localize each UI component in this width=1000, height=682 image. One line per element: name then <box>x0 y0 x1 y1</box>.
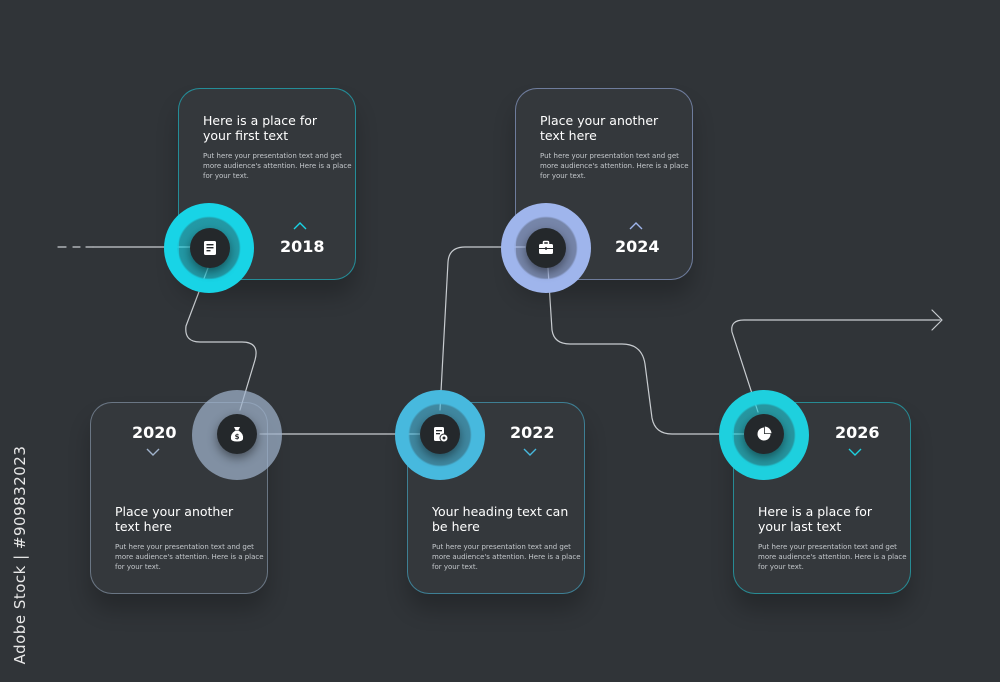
chevron-up-icon <box>293 222 307 230</box>
card-body: Put here your presentation text and get … <box>203 152 352 180</box>
chevron-down-icon <box>523 448 537 456</box>
card-heading: Place your another text here <box>540 113 659 143</box>
connector-end <box>731 319 941 413</box>
svg-text:$: $ <box>235 433 240 441</box>
year-label-2026: 2026 <box>835 423 880 442</box>
card-body: Put here your presentation text and get … <box>758 543 907 571</box>
timeline-card-2024: Place your another text here Put here yo… <box>515 88 693 280</box>
money-bag-icon: $ <box>230 427 244 442</box>
timeline-card-2026: Here is a place for your last text Put h… <box>733 402 911 594</box>
icon-disc-2022 <box>420 414 460 454</box>
timeline-card-2020: Place your another text here Put here yo… <box>90 402 268 594</box>
watermark: Adobe Stock | #909832023 <box>5 440 35 670</box>
card-body: Put here your presentation text and get … <box>540 152 689 180</box>
chevron-up-icon <box>629 222 643 230</box>
chevron-down-icon <box>146 448 160 456</box>
document-settings-icon <box>434 427 449 443</box>
icon-disc-2018 <box>190 228 230 268</box>
card-body: Put here your presentation text and get … <box>432 543 581 571</box>
arrow-head-icon <box>931 309 943 331</box>
card-heading: Place your another text here <box>115 504 234 534</box>
connector-2018-2020 <box>185 267 257 411</box>
chevron-down-icon <box>848 448 862 456</box>
timeline-card-2022: Your heading text can be here Put here y… <box>407 402 585 594</box>
watermark-text: Adobe Stock | #909832023 <box>11 445 29 665</box>
icon-disc-2024 <box>526 228 566 268</box>
card-heading: Here is a place for your first text <box>203 113 318 143</box>
connector-2022-2024 <box>439 246 526 411</box>
card-body: Put here your presentation text and get … <box>115 543 264 571</box>
connector-2024-2026 <box>547 267 746 435</box>
year-label-2018: 2018 <box>280 237 325 256</box>
year-label-2024: 2024 <box>615 237 660 256</box>
icon-disc-2020: $ <box>217 414 257 454</box>
document-icon <box>204 241 216 255</box>
timeline-card-2018: Here is a place for your first text Put … <box>178 88 356 280</box>
briefcase-icon <box>539 240 553 254</box>
icon-disc-2026 <box>744 414 784 454</box>
year-label-2022: 2022 <box>510 423 555 442</box>
card-heading: Your heading text can be here <box>432 504 569 534</box>
pie-chart-icon <box>757 426 772 441</box>
year-label-2020: 2020 <box>132 423 177 442</box>
card-heading: Here is a place for your last text <box>758 504 873 534</box>
